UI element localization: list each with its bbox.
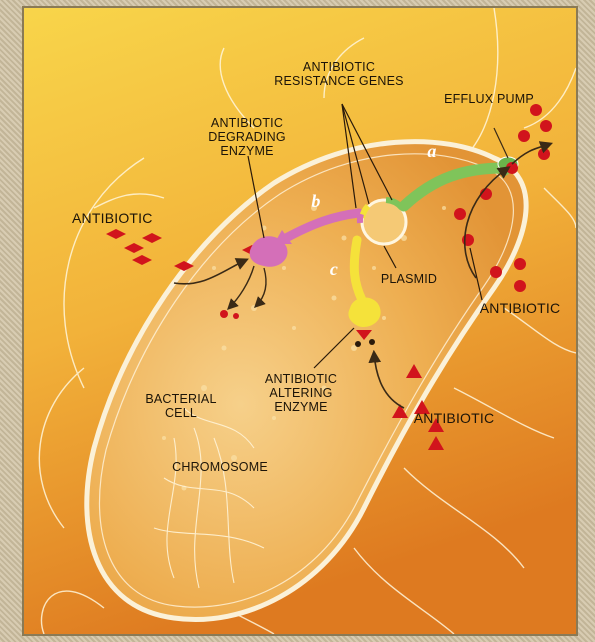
label-efflux-pump: EFFLUX PUMP <box>434 92 544 106</box>
diagram-panel: ANTIBIOTIC RESISTANCE GENES EFFLUX PUMP … <box>22 6 578 636</box>
label-antibiotic-resistance-genes: ANTIBIOTIC RESISTANCE GENES <box>274 60 404 88</box>
label-antibiotic-bottom: ANTIBIOTIC <box>394 410 514 426</box>
label-antibiotic-altering-enzyme: ANTIBIOTIC ALTERING ENZYME <box>246 372 356 414</box>
label-plasmid: PLASMID <box>364 272 454 286</box>
label-pathway-b: b <box>306 194 326 208</box>
label-antibiotic-right: ANTIBIOTIC <box>464 300 576 316</box>
label-pathway-a: a <box>422 144 442 158</box>
label-chromosome: CHROMOSOME <box>160 460 280 474</box>
gene-pink <box>360 214 361 223</box>
label-antibiotic-degrading-enzyme: ANTIBIOTIC DEGRADING ENZYME <box>192 116 302 158</box>
label-antibiotic-left: ANTIBIOTIC <box>72 210 182 226</box>
label-pathway-c: c <box>324 262 344 276</box>
label-bacterial-cell: BACTERIAL CELL <box>136 392 226 420</box>
